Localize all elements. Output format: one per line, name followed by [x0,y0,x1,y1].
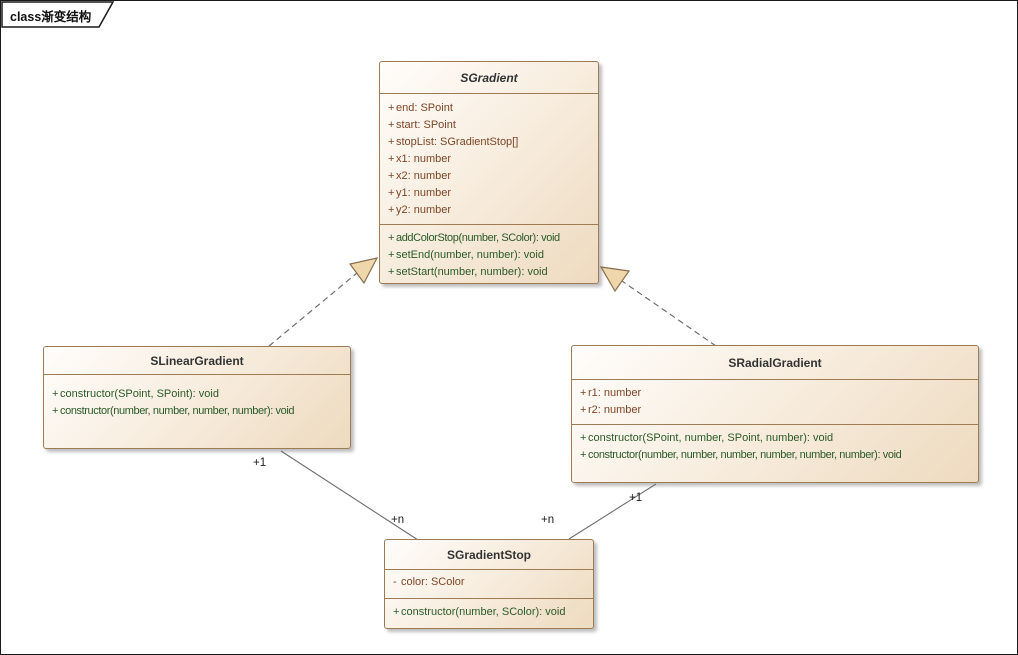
method-text: constructor(number, number, number, numb… [60,405,295,417]
method-row: +constructor(number, SColor): void [385,604,593,621]
method-text: constructor(number, number, number, numb… [588,449,902,461]
multiplicity-radial-source: +1 [629,492,643,504]
multiplicity-radial-target: +n [541,514,555,526]
visibility-marker: + [388,153,395,165]
method-row: +constructor(number, number, number, num… [44,403,350,420]
association-line-radial-stop[interactable] [568,483,657,540]
method-row: +addColorStop(number, SColor): void [380,230,598,247]
attribute-text: r2: number [588,404,642,416]
multiplicity-linear-source: +1 [253,457,267,469]
class-box-slineargradient[interactable]: SLinearGradient +constructor(SPoint, SPo… [43,346,351,449]
method-text: constructor(number, SColor): void [401,606,566,618]
method-text: setStart(number, number): void [396,266,548,278]
association-line-linear-stop[interactable] [280,450,419,541]
class-name-sgradient: SGradient [380,62,598,94]
visibility-marker: + [388,249,395,261]
class-name-sgradientstop: SGradientStop [385,540,593,570]
attribute-row: +r1: number [572,385,978,402]
realization-line-radial[interactable] [621,280,717,347]
methods-compartment: +constructor(SPoint, number, SPoint, num… [572,425,978,482]
methods-compartment: +constructor(SPoint, SPoint): void +cons… [44,375,350,448]
attribute-row: +x1: number [380,151,598,168]
attribute-text: r1: number [588,387,642,399]
attribute-text: end: SPoint [396,102,453,114]
method-text: constructor(SPoint, number, SPoint, numb… [588,432,834,444]
multiplicity-linear-target: +n [391,514,405,526]
attributes-compartment: +end: SPoint +start: SPoint +stopList: S… [380,94,598,225]
visibility-marker: + [388,102,395,114]
visibility-marker: - [393,576,397,588]
attributes-compartment: +r1: number +r2: number [572,380,978,425]
method-row: +constructor(number, number, number, num… [572,447,978,464]
realization-line-linear[interactable] [268,272,358,347]
visibility-marker: + [388,232,395,244]
class-name-sradialgradient: SRadialGradient [572,346,978,380]
method-row: +setEnd(number, number): void [380,247,598,264]
visibility-marker: + [393,606,400,618]
visibility-marker: + [388,204,395,216]
attribute-row: +x2: number [380,168,598,185]
visibility-marker: + [388,170,395,182]
attribute-row: -color: SColor [385,574,593,591]
attribute-text: start: SPoint [396,119,456,131]
visibility-marker: + [580,387,587,399]
frame-title: class渐变结构 [10,10,92,24]
methods-compartment: +addColorStop(number, SColor): void +set… [380,225,598,283]
attribute-row: +r2: number [572,402,978,419]
attribute-text: x2: number [396,170,452,182]
visibility-marker: + [52,405,59,417]
attribute-text: color: SColor [401,576,465,588]
visibility-marker: + [388,187,395,199]
visibility-marker: + [580,449,587,461]
method-row: +setStart(number, number): void [380,264,598,281]
attribute-text: x1: number [396,153,452,165]
methods-compartment: +constructor(number, SColor): void [385,599,593,628]
attributes-compartment: -color: SColor [385,570,593,599]
visibility-marker: + [580,404,587,416]
visibility-marker: + [388,266,395,278]
class-name-slineargradient: SLinearGradient [44,347,350,375]
visibility-marker: + [580,432,587,444]
attribute-text: y1: number [396,187,452,199]
class-box-sradialgradient[interactable]: SRadialGradient +r1: number +r2: number … [571,345,979,483]
visibility-marker: + [388,119,395,131]
realization-arrowhead-radial [599,266,631,293]
method-row: +constructor(SPoint, SPoint): void [44,386,350,403]
method-text: setEnd(number, number): void [396,249,544,261]
attribute-row: +end: SPoint [380,100,598,117]
frame-tab [1,1,115,28]
method-text: constructor(SPoint, SPoint): void [60,388,219,400]
method-text: addColorStop(number, SColor): void [396,232,560,244]
method-row: +constructor(SPoint, number, SPoint, num… [572,430,978,447]
class-box-sgradientstop[interactable]: SGradientStop -color: SColor +constructo… [384,539,594,629]
attribute-row: +start: SPoint [380,117,598,134]
realization-arrowhead-linear [348,257,379,285]
visibility-marker: + [52,388,59,400]
attribute-row: +y1: number [380,185,598,202]
class-box-sgradient[interactable]: SGradient +end: SPoint +start: SPoint +s… [379,61,599,284]
attribute-row: +stopList: SGradientStop[] [380,134,598,151]
attribute-text: stopList: SGradientStop[] [396,136,519,148]
visibility-marker: + [388,136,395,148]
attribute-row: +y2: number [380,202,598,219]
attribute-text: y2: number [396,204,452,216]
